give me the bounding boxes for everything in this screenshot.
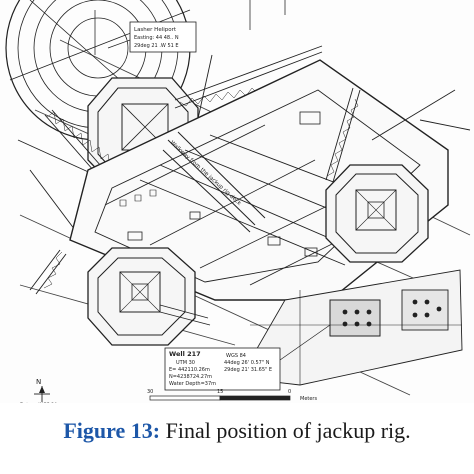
well-area <box>239 269 463 386</box>
lower-left-leg <box>87 247 196 346</box>
well-callout-right-1: WGS 84 <box>226 353 246 359</box>
north-label: N <box>36 378 41 386</box>
well-callout-left-2: E= 442110.26m <box>169 367 210 373</box>
caption-background <box>0 403 474 474</box>
helipad-callout-line-2: Easting: 44 48.. N <box>134 35 179 41</box>
figure-caption-label: Figure 13: <box>63 418 161 443</box>
scale-tick-0: 0 <box>288 389 291 395</box>
well-slots <box>342 299 442 327</box>
well-callout-left-1: UTM 30 <box>176 360 195 366</box>
well-callout-left-4: Water Depth=37m <box>169 381 216 387</box>
scale-tick-30: 30 <box>147 389 153 395</box>
scale-tick-15: 15 <box>217 389 223 395</box>
right-leg <box>325 164 429 263</box>
well-callout-left-3: N=4238724.27m <box>169 374 212 380</box>
well-callout-right-2: 44deg 26' 0.57" N <box>224 360 270 366</box>
right-crane-boom <box>325 87 471 183</box>
well-callout-right-3: 29deg 21' 31.65" E <box>224 367 272 373</box>
helipad-callout-line-3: 29deg 21 .W 51 E <box>134 43 179 49</box>
lower-crane-boom <box>29 249 211 326</box>
north-arrow: N <box>34 378 50 402</box>
figure-caption: Figure 13: Final position of jackup rig. <box>0 418 474 444</box>
figure-caption-text: Final position of jackup rig. <box>160 418 411 443</box>
helipad-callout: Lasher Heliport Easting: 44 48.. N 29deg… <box>107 21 197 53</box>
scale-bar: 30 15 0 Meters <box>147 389 317 402</box>
well-callout-title: Well 217 <box>169 350 201 358</box>
scale-unit: Meters <box>300 396 317 402</box>
helipad-callout-line-1: Lasher Heliport <box>134 27 177 33</box>
well-callout: Well 217 UTM 30 E= 442110.26m N=4238724.… <box>164 324 331 391</box>
